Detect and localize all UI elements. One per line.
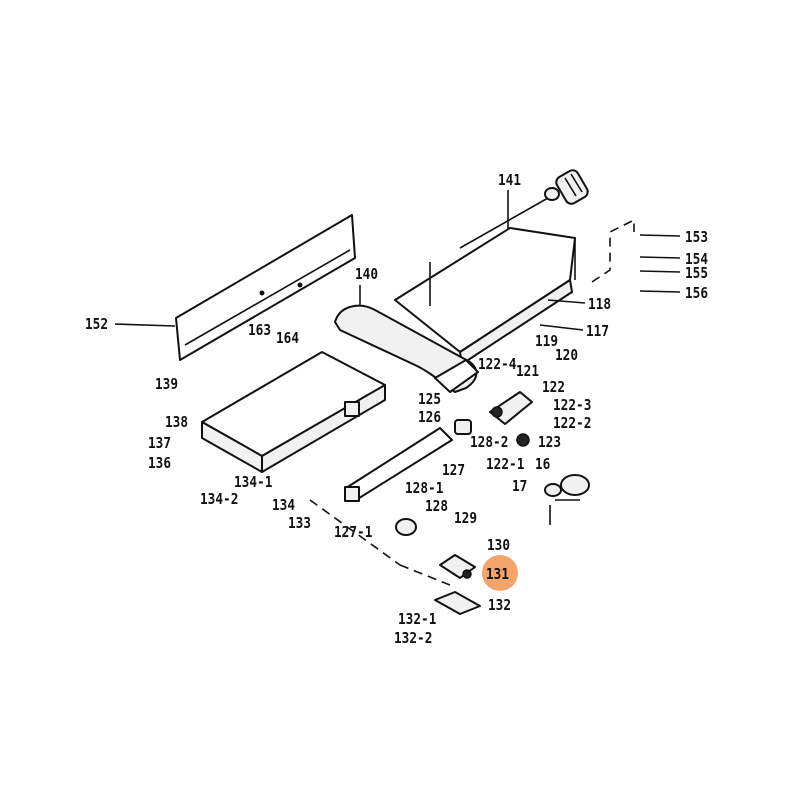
label-132: 132	[488, 596, 512, 614]
knob-shaft-141	[459, 169, 589, 249]
label-136: 136	[148, 454, 172, 472]
label-123: 123	[538, 433, 562, 451]
bracket-122	[454, 391, 533, 447]
shaft-127	[344, 427, 453, 502]
label-155: 155	[685, 264, 709, 282]
label-132-2: 132-2	[394, 629, 433, 647]
label-16: 16	[535, 455, 551, 473]
label-131: 131	[486, 565, 510, 583]
label-128: 128	[425, 497, 449, 515]
label-122-4: 122-4	[478, 355, 517, 373]
label-140: 140	[355, 265, 379, 283]
leader-lines	[114, 190, 681, 331]
label-121: 121	[516, 362, 540, 380]
label-134-1: 134-1	[234, 473, 273, 491]
label-138: 138	[165, 413, 189, 431]
fence-152	[175, 214, 356, 361]
label-153: 153	[685, 228, 709, 246]
cutter-guard-140	[334, 304, 479, 393]
label-118: 118	[588, 295, 612, 313]
label-129: 129	[454, 509, 478, 527]
label-128-1: 128-1	[405, 479, 444, 497]
label-119: 119	[535, 332, 559, 350]
label-127-1: 127-1	[334, 523, 373, 541]
label-128-2: 128-2	[470, 433, 509, 451]
knob-129	[395, 518, 417, 536]
label-127: 127	[442, 461, 466, 479]
handle-16-17	[544, 474, 590, 525]
block-131	[439, 554, 476, 579]
label-154: 154	[685, 250, 709, 268]
label-17: 17	[512, 477, 528, 495]
label-126: 126	[418, 408, 442, 426]
label-122: 122	[542, 378, 566, 396]
label-163: 163	[248, 321, 272, 339]
label-125: 125	[418, 390, 442, 408]
label-117: 117	[586, 322, 610, 340]
highlight-131[interactable]: 131	[482, 555, 518, 591]
outfeed-table-139	[201, 351, 386, 473]
label-152: 152	[85, 315, 109, 333]
label-134: 134	[272, 496, 296, 514]
label-139: 139	[155, 375, 179, 393]
label-130: 130	[487, 536, 511, 554]
label-122-3: 122-3	[553, 396, 592, 414]
label-133: 133	[288, 514, 312, 532]
label-141: 141	[498, 171, 522, 189]
label-132-1: 132-1	[398, 610, 437, 628]
label-134-2: 134-2	[200, 490, 239, 508]
guide-lines	[309, 218, 635, 586]
label-164: 164	[276, 329, 300, 347]
label-137: 137	[148, 434, 172, 452]
label-122-1: 122-1	[486, 455, 525, 473]
label-156: 156	[685, 284, 709, 302]
label-122-2: 122-2	[553, 414, 592, 432]
plate-132	[434, 591, 481, 615]
label-120: 120	[555, 346, 579, 364]
